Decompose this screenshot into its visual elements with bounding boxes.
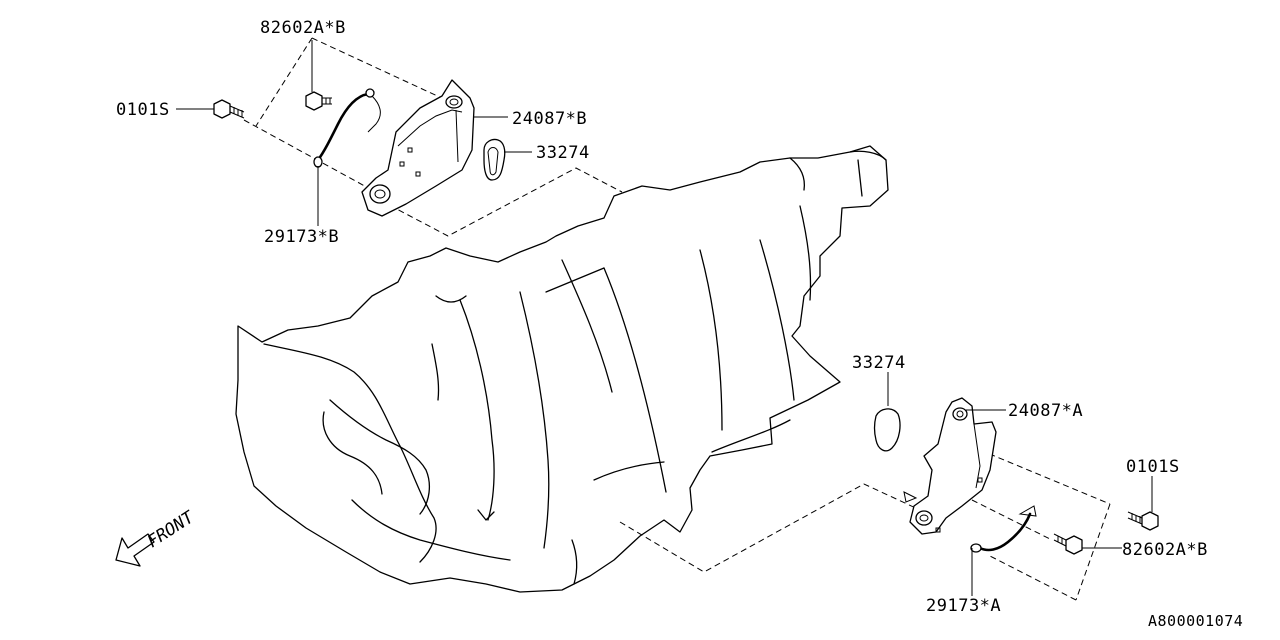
front-arrow-icon <box>115 533 155 567</box>
lower-bolt <box>1127 511 1159 531</box>
label-lower-ground-cable: 29173*A <box>926 596 1001 616</box>
upper-bracket <box>361 79 475 217</box>
lower-mount-group <box>619 372 1159 601</box>
label-upper-ground-cable: 29173*B <box>264 227 339 247</box>
upper-ground-cable <box>316 92 370 162</box>
diagram-reference-number: A800001074 <box>1148 612 1243 630</box>
label-lower-bracket: 24087*A <box>1008 401 1083 421</box>
label-upper-bracket: 24087*B <box>512 109 587 129</box>
upper-grommet <box>483 138 506 181</box>
label-upper-bolt: 0101S <box>116 100 170 120</box>
label-lower-bolt: 0101S <box>1126 457 1180 477</box>
upper-bolt <box>213 99 245 119</box>
front-indicator: FRONT <box>115 507 199 567</box>
transmission-assembly <box>235 145 889 593</box>
upper-stud-bolt <box>305 91 332 111</box>
lower-bracket <box>909 397 997 535</box>
lower-ground-cable <box>978 512 1032 552</box>
label-upper-grommet: 33274 <box>536 143 590 163</box>
label-upper-stud-bolt: 82602A*B <box>260 18 346 38</box>
label-lower-grommet: 33274 <box>852 353 906 373</box>
upper-mount-group <box>176 37 623 237</box>
lower-grommet <box>873 408 901 452</box>
lower-stud-bolt <box>1053 533 1083 555</box>
label-lower-stud-bolt: 82602A*B <box>1122 540 1208 560</box>
front-label: FRONT <box>144 507 199 553</box>
